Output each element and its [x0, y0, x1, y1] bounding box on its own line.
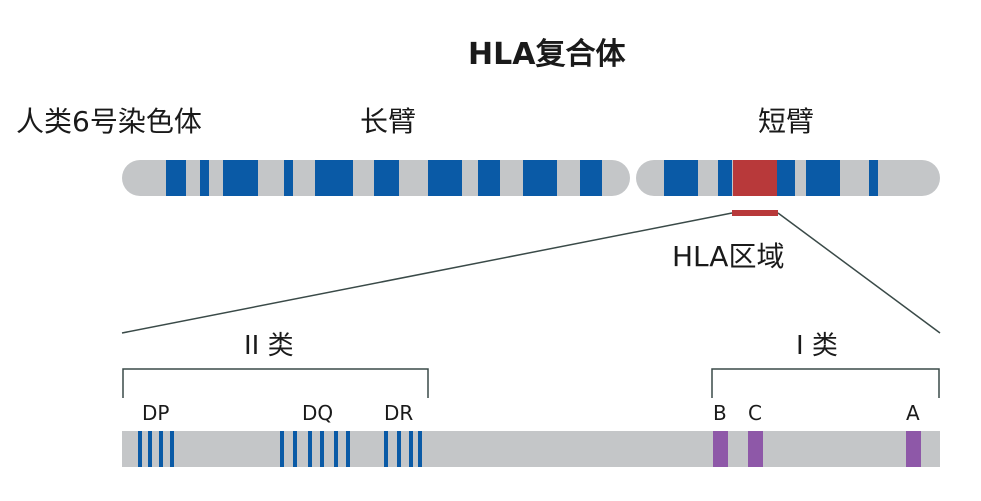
- dq-gene-band: [320, 431, 324, 467]
- short-arm-band: [777, 160, 795, 196]
- c-gene-band: [748, 431, 763, 467]
- gene-label-dp: DP: [142, 401, 170, 425]
- hla-region-marker: [732, 210, 778, 216]
- long-arm-band: [580, 160, 602, 196]
- zoom-line-left: [121, 212, 733, 334]
- dr-gene-band: [418, 431, 422, 467]
- short-arm-band: [869, 160, 878, 196]
- short-arm-band: [664, 160, 698, 196]
- hla-region-band: [733, 160, 777, 196]
- dq-gene-band: [293, 431, 297, 467]
- zoom-line-right: [777, 212, 941, 334]
- b-gene-band: [713, 431, 728, 467]
- long-arm-band: [374, 160, 399, 196]
- gene-label-b: B: [713, 401, 727, 425]
- class1-bracket: [711, 368, 940, 398]
- diagram-title: HLA复合体: [468, 37, 626, 72]
- long-arm-band: [523, 160, 557, 196]
- dp-gene-band: [159, 431, 163, 467]
- dp-gene-band: [170, 431, 174, 467]
- gene-label-c: C: [748, 401, 762, 425]
- short-arm: [636, 160, 940, 196]
- gene-label-dr: DR: [384, 401, 414, 425]
- dq-gene-band: [308, 431, 312, 467]
- long-arm: [122, 160, 630, 196]
- short-arm-label: 短臂: [758, 105, 815, 138]
- dp-gene-band: [138, 431, 142, 467]
- class1-label: I 类: [796, 331, 838, 361]
- hla-region-bar-body: [122, 431, 940, 467]
- long-arm-band: [315, 160, 353, 196]
- short-arm-band: [806, 160, 840, 196]
- hla-region-label: HLA区域: [672, 240, 785, 273]
- a-gene-band: [906, 431, 921, 467]
- long-arm-band: [284, 160, 293, 196]
- class2-label: II 类: [244, 331, 294, 361]
- long-arm-band: [478, 160, 500, 196]
- chromosome-label: 人类6号染色体: [16, 105, 202, 138]
- dr-gene-band: [409, 431, 413, 467]
- long-arm-band: [223, 160, 258, 196]
- dq-gene-band: [280, 431, 284, 467]
- dr-gene-band: [384, 431, 388, 467]
- dq-gene-band: [334, 431, 338, 467]
- long-arm-band: [428, 160, 462, 196]
- dr-gene-band: [397, 431, 401, 467]
- dp-gene-band: [148, 431, 152, 467]
- short-arm-band: [718, 160, 732, 196]
- long-arm-band: [200, 160, 209, 196]
- long-arm-label: 长臂: [360, 105, 417, 138]
- gene-label-dq: DQ: [302, 401, 334, 425]
- gene-label-a: A: [906, 401, 920, 425]
- hla-region-bar: [122, 431, 940, 467]
- class2-bracket: [122, 368, 429, 398]
- dq-gene-band: [346, 431, 350, 467]
- long-arm-band: [166, 160, 186, 196]
